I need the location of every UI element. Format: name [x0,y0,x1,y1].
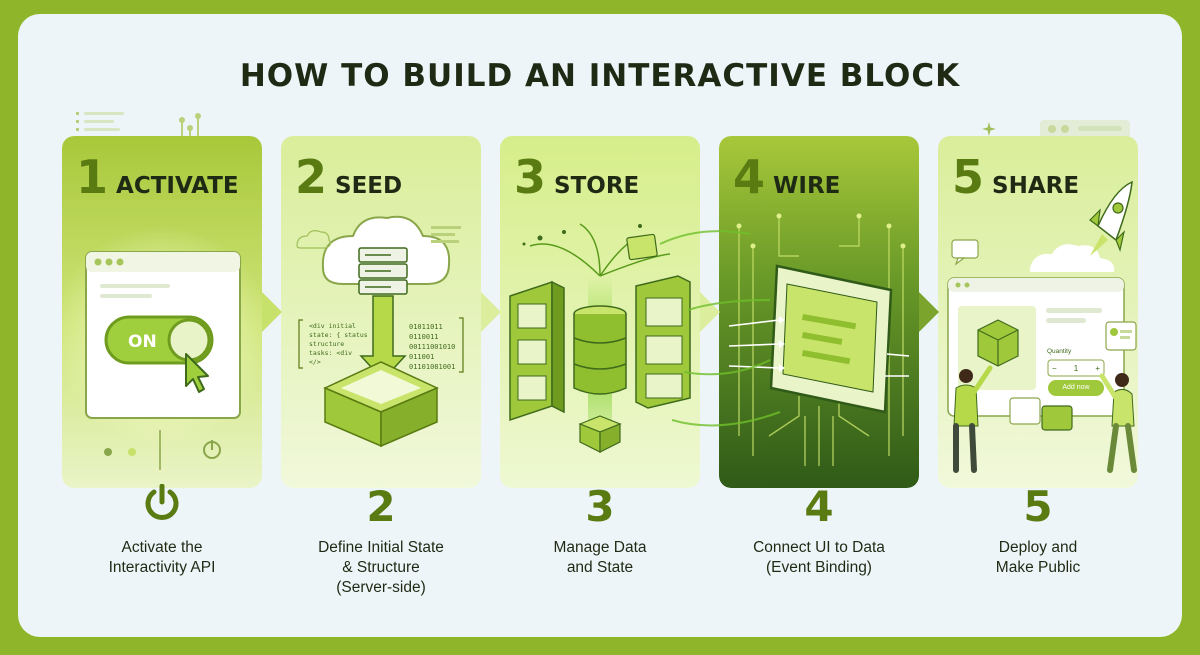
code-line: <div initial [309,322,356,330]
panel-keyword: SEED [335,173,403,199]
caption-line: and State [566,559,634,576]
panel-number: 4 [733,150,766,204]
caption-line: Deploy and [998,539,1078,556]
code-snippet: <div initial state: { status structure t… [309,322,368,367]
add-now-button: Add now [1062,384,1090,391]
panel-header: 2 SEED [295,154,402,200]
binary-line: 0110011 [409,333,439,341]
panel-keyword: ACTIVATE [116,173,239,199]
quantity-value: 1 [1073,363,1079,373]
panel-header: 1 ACTIVATE [76,154,239,200]
binary-line: 01011011 [409,323,443,331]
caption-line: Connect UI to Data [753,539,885,556]
step-caption-5: Deploy and Make Public [928,538,1148,578]
power-icon [145,484,179,520]
step-caption-2: Define Initial State & Structure (Server… [271,538,491,598]
step-panel-activate: 1 ACTIVATE ON [62,136,262,488]
step-caption-4: Connect UI to Data (Event Binding) [709,538,929,578]
decorative-window-dots [1040,120,1130,138]
step-number-2: 2 [366,482,396,531]
caption-line: Define Initial State [318,539,444,556]
panel-background [938,136,1138,488]
panel-background [62,136,262,488]
code-line: state: { status [309,331,368,339]
step-caption-3: Manage Data and State [490,538,710,578]
minus-icon: − [1052,363,1057,373]
panel-number: 3 [514,150,547,204]
quantity-stepper: − 1 + [1048,360,1104,376]
step-number-4: 4 [804,482,834,531]
binary-snippet: 01011011 0110011 00111001010 011001 0110… [409,322,455,372]
caption-line: Manage Data [553,539,647,556]
sparkle-icon [982,122,996,136]
panel-number: 2 [295,150,328,204]
step-number-5: 5 [1023,482,1053,531]
panel-keyword: STORE [554,173,640,199]
panel-header: 4 WIRE [733,154,840,200]
panel-background [281,136,481,488]
step-caption-1: Activate the Interactivity API [52,538,272,578]
panel-keyword: WIRE [773,173,841,199]
rocket-shape [1089,180,1133,256]
toggle-on-label: ON [128,332,157,352]
caption-line: Make Public [995,559,1081,576]
plus-icon: + [1095,363,1100,373]
caption-line: Interactivity API [108,559,216,576]
caption-line: (Server-side) [336,579,426,596]
step-panel-store: 3 STORE [500,136,700,488]
panel-number: 5 [952,150,985,204]
code-line: tasks: <div [309,349,353,357]
caption-line: & Structure [342,559,420,576]
step-panel-seed: 2 SEED <div initial state: { status stru… [281,136,481,488]
binary-line: 011001 [409,353,435,361]
panel-background [500,136,700,488]
quantity-label: Quantity [1047,348,1072,355]
binary-line: 00111001010 [409,343,456,351]
panel-number: 1 [76,150,109,204]
step-panel-share: 5 SHARE Quantity − 1 + Add now [938,136,1138,488]
step-number-3: 3 [585,482,615,531]
binary-line: 01101081001 [409,363,456,371]
code-line: </> [309,358,321,366]
panel-keyword: SHARE [992,173,1080,199]
panel-header: 3 STORE [514,154,639,200]
page-title: HOW TO BUILD AN INTERACTIVE BLOCK [239,58,961,94]
code-line: structure [309,340,345,348]
caption-line: Activate the [121,539,203,556]
caption-line: (Event Binding) [766,559,872,576]
panel-header: 5 SHARE [952,154,1079,200]
